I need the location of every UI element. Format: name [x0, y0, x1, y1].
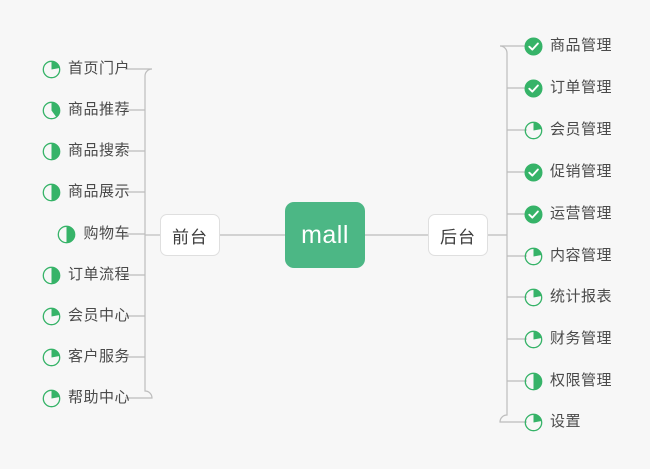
- check-circle-icon: [524, 163, 543, 182]
- leaf-item-backend-9[interactable]: 设置: [524, 409, 581, 435]
- leaf-item-frontend-4[interactable]: 购物车: [0, 221, 130, 247]
- leaf-item-backend-7[interactable]: 财务管理: [524, 326, 612, 352]
- pie-progress-icon: [42, 307, 61, 326]
- leaf-item-backend-6[interactable]: 统计报表: [524, 284, 612, 310]
- pie-progress-icon: [42, 348, 61, 367]
- pie-progress-icon: [42, 60, 61, 79]
- pie-progress-icon: [524, 288, 543, 307]
- leaf-label: 客户服务: [67, 348, 130, 365]
- leaf-label: 权限管理: [550, 372, 613, 389]
- check-circle-icon: [524, 37, 543, 56]
- pie-progress-icon: [42, 389, 61, 408]
- leaf-label: 会员管理: [550, 121, 613, 138]
- pie-progress-icon: [524, 121, 543, 140]
- pie-progress-icon: [57, 225, 76, 244]
- leaf-label: 购物车: [83, 225, 130, 242]
- leaf-item-frontend-8[interactable]: 帮助中心: [0, 385, 130, 411]
- check-circle-icon: [524, 79, 543, 98]
- leaf-label: 促销管理: [550, 163, 613, 180]
- leaf-label: 商品展示: [67, 183, 130, 200]
- pie-progress-icon: [42, 183, 61, 202]
- leaf-label: 统计报表: [550, 288, 613, 305]
- leaf-item-backend-3[interactable]: 促销管理: [524, 159, 612, 185]
- leaf-item-frontend-3[interactable]: 商品展示: [0, 179, 130, 205]
- check-circle-icon: [524, 205, 543, 224]
- leaf-item-backend-4[interactable]: 运营管理: [524, 201, 612, 227]
- leaf-label: 内容管理: [550, 247, 613, 264]
- leaf-item-frontend-1[interactable]: 商品推荐: [0, 97, 130, 123]
- leaf-label: 首页门户: [67, 60, 130, 77]
- leaf-label: 订单流程: [67, 266, 130, 283]
- pie-progress-icon: [524, 247, 543, 266]
- leaf-label: 商品搜索: [67, 142, 130, 159]
- leaf-label: 财务管理: [550, 330, 613, 347]
- leaf-item-frontend-5[interactable]: 订单流程: [0, 262, 130, 288]
- branch-node-frontend[interactable]: 前台: [160, 214, 220, 256]
- branch-node-backend[interactable]: 后台: [428, 214, 488, 256]
- root-node-mall[interactable]: mall: [285, 202, 365, 268]
- leaf-label: 会员中心: [67, 307, 130, 324]
- pie-progress-icon: [524, 330, 543, 349]
- leaf-item-backend-8[interactable]: 权限管理: [524, 368, 612, 394]
- leaf-item-backend-5[interactable]: 内容管理: [524, 243, 612, 269]
- leaf-item-frontend-0[interactable]: 首页门户: [0, 56, 130, 82]
- leaf-item-frontend-7[interactable]: 客户服务: [0, 344, 130, 370]
- leaf-item-frontend-2[interactable]: 商品搜索: [0, 138, 130, 164]
- leaf-item-backend-2[interactable]: 会员管理: [524, 117, 612, 143]
- leaf-label: 商品推荐: [67, 101, 130, 118]
- pie-progress-icon: [42, 266, 61, 285]
- pie-progress-icon: [42, 142, 61, 161]
- leaf-label: 运营管理: [550, 205, 613, 222]
- leaf-item-backend-1[interactable]: 订单管理: [524, 75, 612, 101]
- leaf-label: 订单管理: [550, 79, 613, 96]
- pie-progress-icon: [524, 372, 543, 391]
- pie-progress-icon: [524, 413, 543, 432]
- pie-progress-icon: [42, 101, 61, 120]
- leaf-label: 设置: [550, 413, 582, 430]
- leaf-item-frontend-6[interactable]: 会员中心: [0, 303, 130, 329]
- leaf-label: 帮助中心: [67, 389, 130, 406]
- leaf-label: 商品管理: [550, 37, 613, 54]
- leaf-item-backend-0[interactable]: 商品管理: [524, 33, 612, 59]
